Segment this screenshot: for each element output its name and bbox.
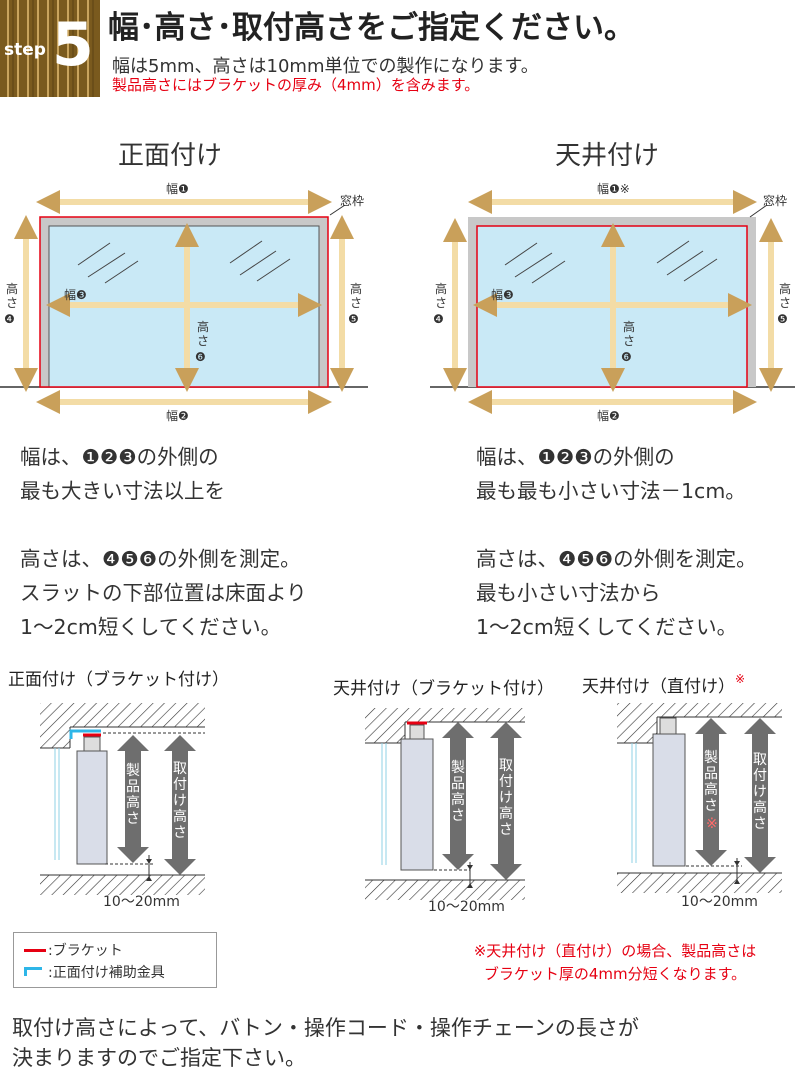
front-gap-label: 10～20mm (103, 894, 180, 910)
ceiling-width3-label: 幅❸ (491, 287, 514, 302)
front-text-line: 高さは、❹❺❻の外側を測定。 (20, 547, 301, 571)
ceiling-text-line: 最も小さい寸法から (476, 581, 661, 605)
front-frame-label: 窓枠 (340, 193, 364, 208)
direct-product-mark: ※ (706, 816, 718, 832)
front-width3-label: 幅❸ (64, 287, 87, 302)
front-width2-label: 幅❷ (166, 408, 189, 423)
ceiling-mount-title: 天井付け (555, 141, 660, 171)
step-number: 5 (52, 10, 94, 80)
ceiling-bracket-caption: 天井付け（ブラケット付け） (333, 679, 554, 699)
ceiling-explanation: 幅は、❶❷❸の外側の 最も最も小さい寸法－1cm。 高さは、❹❺❻の外側を測定。… (476, 440, 757, 644)
front-mount-title: 正面付け (118, 141, 223, 171)
direct-gap-label: 10～20mm (681, 894, 758, 910)
front-product-height: 製品高さ (126, 763, 140, 827)
direct-mount-height: 取付け高さ (753, 752, 767, 832)
direct-mount-footnote: ※天井付け（直付け）の場合、製品高さは ブラケット厚の4mm分短くなります。 (430, 940, 800, 986)
bracket-legend-swatch (24, 949, 46, 952)
front-mount-height: 取付け高さ (173, 761, 187, 841)
footnote-line: ※天井付け（直付け）の場合、製品高さは (473, 942, 757, 960)
ceiling-text-line: 高さは、❹❺❻の外側を測定。 (476, 547, 757, 571)
subtitle: 幅は5mm、高さは10mm単位での製作になります。 (112, 56, 539, 77)
ceiling-bracket-diagram: 製品高さ 取付け高さ (365, 708, 525, 900)
aux-legend-swatch-tick (24, 967, 27, 976)
ceiling-text-line: 1～2cm短くしてください。 (476, 615, 738, 639)
step-badge: step 5 (0, 0, 100, 97)
footnote-line: ブラケット厚の4mm分短くなります。 (483, 965, 747, 983)
aux-legend-label: :正面付け補助金具 (48, 965, 165, 981)
caption-mark: ※ (735, 672, 746, 686)
ceiling-direct-caption: 天井付け（直付け）※ (582, 672, 746, 697)
notice-line: 取付け高さによって、バトン・操作コード・操作チェーンの長さが (12, 1016, 639, 1040)
page-title: 幅･高さ･取付高さをご指定ください。 (108, 10, 635, 46)
front-text-line: 1～2cm短くしてください。 (20, 615, 282, 639)
ceiling-width1-label: 幅❶※ (597, 181, 630, 196)
ceiling-text-line: 幅は、❶❷❸の外側の (476, 445, 675, 469)
front-width1-label: 幅❶ (166, 181, 189, 196)
legend-box: :ブラケット :正面付け補助金具 (13, 932, 217, 988)
ceiling-gap-label: 10～20mm (428, 899, 505, 915)
ceiling-width2-label: 幅❷ (597, 408, 620, 423)
bracket-legend-label: :ブラケット (48, 943, 123, 959)
step-word: step (4, 40, 46, 60)
aux-legend-swatch (24, 967, 42, 970)
ceiling-text-line: 最も最も小さい寸法－1cm。 (476, 479, 746, 503)
front-text-line: 幅は、❶❷❸の外側の (20, 445, 219, 469)
front-explanation: 幅は、❶❷❸の外側の 最も大きい寸法以上を 高さは、❹❺❻の外側を測定。 スラッ… (20, 440, 307, 644)
mount-height-notice: 取付け高さによって、バトン・操作コード・操作チェーンの長さが 決まりますのでご指… (12, 1013, 639, 1073)
front-bracket-diagram: 製品高さ 取付け高さ (40, 703, 205, 895)
ceiling-product-height: 製品高さ (451, 760, 465, 824)
front-text-line: 最も大きい寸法以上を (20, 479, 225, 503)
front-bracket-caption: 正面付け（ブラケット付け） (8, 670, 229, 690)
ceiling-frame-label: 窓枠 (763, 193, 787, 208)
notice-line: 決まりますのでご指定下さい。 (12, 1046, 306, 1070)
direct-product-height: 製品高さ (704, 750, 718, 814)
ceiling-direct-diagram: 製品高さ ※ 取付け高さ (617, 703, 782, 893)
ceiling-mount-height: 取付け高さ (499, 758, 513, 838)
front-text-line: スラットの下部位置は床面より (20, 581, 307, 605)
bracket-note: 製品高さにはブラケットの厚み（4mm）を含みます。 (112, 76, 480, 94)
